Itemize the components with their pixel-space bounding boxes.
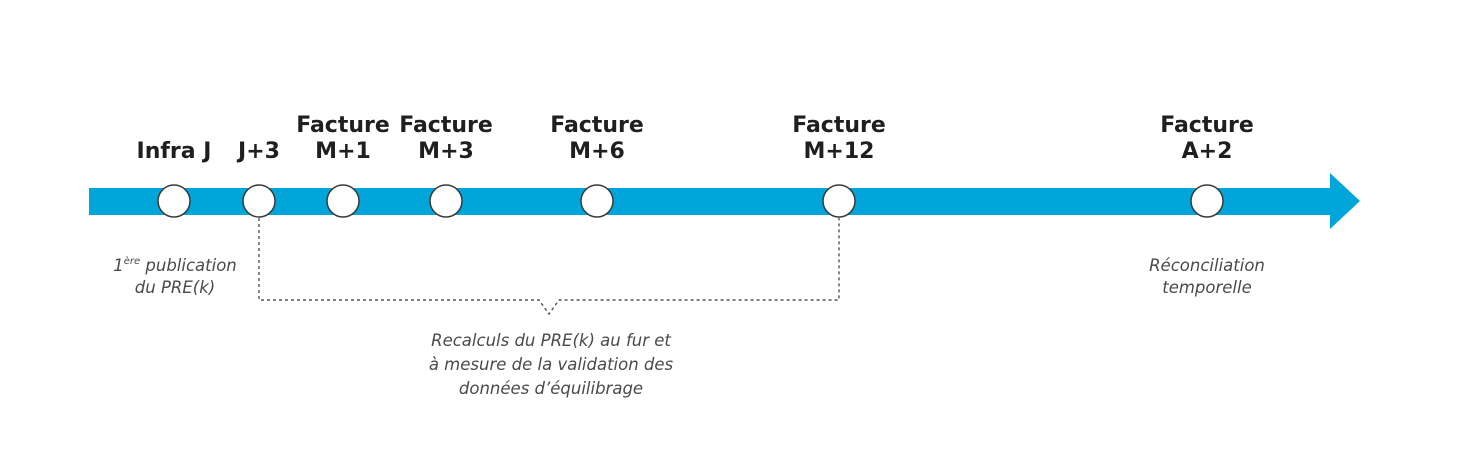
recalculation-bracket <box>258 218 840 316</box>
first-publication-line2: du PRE(k) <box>135 278 215 297</box>
first-publication-line1: 1ère publication <box>113 255 237 275</box>
milestone-m3-label-line1: Facture <box>399 113 493 138</box>
milestone-m1-label-line2: M+1 <box>315 139 371 164</box>
milestone-m3-label-line2: M+3 <box>418 139 474 164</box>
reconciliation-line2: temporelle <box>1162 278 1252 297</box>
milestone-m6-label-line1: Facture <box>550 113 644 138</box>
milestone-m1-label-line1: Facture <box>296 113 390 138</box>
milestone-markers <box>157 184 1224 218</box>
milestone-a2-marker <box>1190 184 1224 218</box>
milestone-a2-label-line2: A+2 <box>1182 139 1233 164</box>
milestone-m6-marker <box>580 184 614 218</box>
milestone-j3-label: J+3 <box>236 139 280 164</box>
timeline-arrow <box>89 173 1360 229</box>
bracket-path <box>258 218 840 316</box>
milestone-m12-label-line1: Facture <box>792 113 886 138</box>
first-publication-superscript: ère <box>124 255 140 267</box>
first-publication-rest: publication <box>140 256 237 275</box>
recalculation-line2: à mesure de la validation des <box>429 355 674 374</box>
milestone-j3-marker <box>242 184 276 218</box>
recalculation-note: Recalculs du PRE(k) au fur et à mesure d… <box>429 331 674 398</box>
timeline-arrowhead <box>1330 173 1360 229</box>
milestone-labels: Infra J J+3 Facture M+1 Facture M+3 Fact… <box>137 113 1254 164</box>
first-publication-prefix: 1 <box>113 256 124 275</box>
reconciliation-note: Réconciliation temporelle <box>1149 256 1265 297</box>
reconciliation-line1: Réconciliation <box>1149 256 1265 275</box>
milestone-a2-label-line1: Facture <box>1160 113 1254 138</box>
milestone-infra-j-marker <box>157 184 191 218</box>
first-publication-note: 1ère publication du PRE(k) <box>113 255 237 297</box>
milestone-m3-marker <box>429 184 463 218</box>
milestone-infra-j-label: Infra J <box>137 139 212 164</box>
milestone-m12-label-line2: M+12 <box>804 139 875 164</box>
recalculation-line1: Recalculs du PRE(k) au fur et <box>431 331 671 350</box>
milestone-m6-label-line2: M+6 <box>569 139 625 164</box>
milestone-m1-marker <box>326 184 360 218</box>
timeline-bar <box>89 188 1332 215</box>
milestone-m12-marker <box>822 184 856 218</box>
recalculation-line3: données d’équilibrage <box>459 379 643 398</box>
